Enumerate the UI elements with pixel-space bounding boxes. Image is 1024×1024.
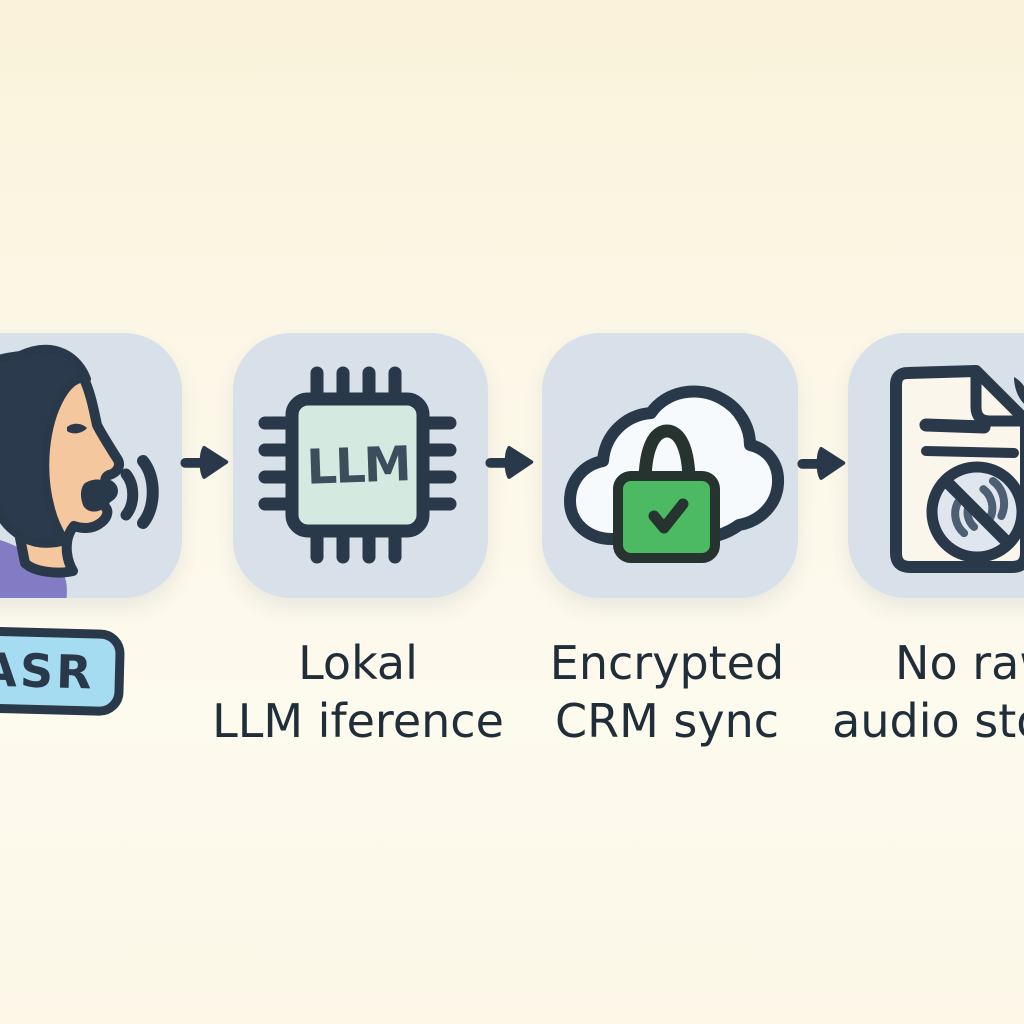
caption-line: CRM sync <box>554 694 780 748</box>
doc-text-line <box>919 418 991 434</box>
asr-badge: ASR <box>0 625 126 717</box>
llm-chip-icon: LLM <box>258 366 457 564</box>
doc-text-line <box>921 446 1019 458</box>
caption-encrypted-crm: Encrypted CRM sync <box>487 634 847 750</box>
caption-line: audio stored <box>832 694 1024 748</box>
caption-local-llm: Lokal LLM iference <box>178 634 538 750</box>
chip-label: LLM <box>306 436 411 496</box>
prohibition-slash <box>940 475 1014 549</box>
caption-line: Lokal <box>298 636 418 690</box>
caption-line: Encrypted <box>549 636 785 690</box>
step-encrypted-cloud-tile <box>542 333 798 598</box>
speaking-person-icon <box>0 344 159 598</box>
step-no-audio-doc-tile <box>848 333 1024 598</box>
caption-line: LLM iference <box>212 694 504 748</box>
document-no-audio-icon <box>890 365 1024 573</box>
cloud-lock-icon <box>564 385 785 563</box>
asr-badge-label: ASR <box>0 642 96 700</box>
caption-line: No raw <box>895 636 1024 690</box>
folded-corner <box>970 365 1024 427</box>
corner-curl <box>1014 377 1024 404</box>
caption-no-raw-audio: No raw audio stored <box>796 634 1024 750</box>
step-speaker-tile <box>0 333 182 598</box>
checkmark-icon <box>648 498 689 534</box>
arrow-right-icon <box>485 445 534 479</box>
step-llm-chip-tile: LLM <box>233 333 488 598</box>
arrow-right-icon <box>180 445 229 479</box>
arrow-right-icon <box>797 446 846 480</box>
